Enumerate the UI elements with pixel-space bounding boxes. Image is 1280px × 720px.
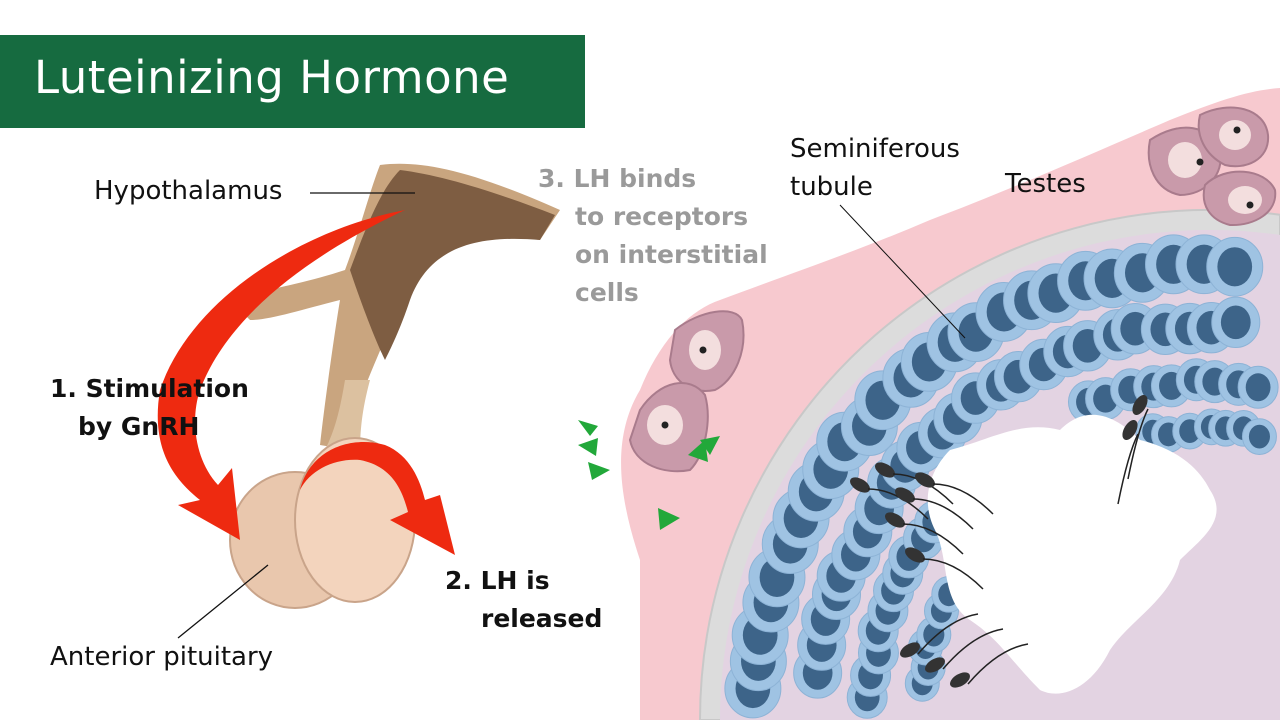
step2-label: 2. LH is released xyxy=(445,562,602,638)
step-line: 3. LH binds xyxy=(538,164,697,193)
sperm-tail xyxy=(967,643,1029,685)
title-banner: Luteinizing Hormone xyxy=(0,35,585,128)
sperm-head xyxy=(1132,395,1148,415)
sperm-head xyxy=(950,672,970,688)
sperm-head xyxy=(875,462,895,478)
sperm-tail xyxy=(917,613,979,655)
label-seminiferous-tubule: Seminiferous tubule xyxy=(790,130,960,206)
cell-nucleus xyxy=(1217,247,1253,287)
cell-nucleus xyxy=(1220,305,1251,340)
label-line: Seminiferous xyxy=(790,134,960,164)
label-hypothalamus: Hypothalamus xyxy=(94,176,283,206)
label-line: tubule xyxy=(790,172,873,202)
sperm-head xyxy=(895,487,915,503)
lh-release-arrow xyxy=(300,442,455,555)
step-line: by GnRH xyxy=(78,412,200,441)
cell-nucleus xyxy=(1248,424,1270,449)
label-anterior-pituitary: Anterior pituitary xyxy=(50,642,274,672)
step-line: cells xyxy=(575,278,639,307)
interstitial-nucleoli xyxy=(661,126,1254,429)
spermatogenic-cells xyxy=(724,234,1279,719)
label-testes: Testes xyxy=(1005,169,1086,199)
sperm-head xyxy=(915,472,935,488)
sperm-head xyxy=(1122,420,1138,440)
sperm-head xyxy=(850,477,870,493)
sperm-tail xyxy=(1117,433,1139,505)
cell-nucleus xyxy=(1245,373,1271,402)
leader-lines xyxy=(177,192,966,639)
sperm-cells xyxy=(850,395,1149,688)
sperm-tail xyxy=(922,558,984,590)
step-line: to receptors xyxy=(575,202,749,231)
sperm-head xyxy=(900,642,920,658)
step-line: 1. Stimulation xyxy=(50,374,249,403)
step-line: released xyxy=(481,604,603,633)
page-title: Luteinizing Hormone xyxy=(34,51,510,104)
sperm-head xyxy=(905,547,925,563)
sperm-tail xyxy=(932,483,994,515)
step-line: 2. LH is xyxy=(445,566,550,595)
sperm-head xyxy=(885,512,905,528)
step1-label: 1. Stimulation by GnRH xyxy=(50,370,249,446)
gnrh-arrow xyxy=(157,210,405,540)
step-line: on interstitial xyxy=(575,240,768,269)
pituitary-stalk xyxy=(325,380,370,455)
lh-hormone-markers xyxy=(578,420,720,530)
interstitial-nuclei xyxy=(647,120,1262,445)
step3-label: 3. LH binds to receptors on interstitial… xyxy=(538,160,768,312)
sperm-tail xyxy=(942,628,1004,670)
hypothalamus-section xyxy=(350,170,555,360)
sperm-tail xyxy=(912,498,974,530)
sperm-tail xyxy=(1127,408,1149,480)
tubule-lumen xyxy=(927,414,1217,694)
sperm-head xyxy=(925,657,945,673)
sperm-tail xyxy=(902,523,964,555)
